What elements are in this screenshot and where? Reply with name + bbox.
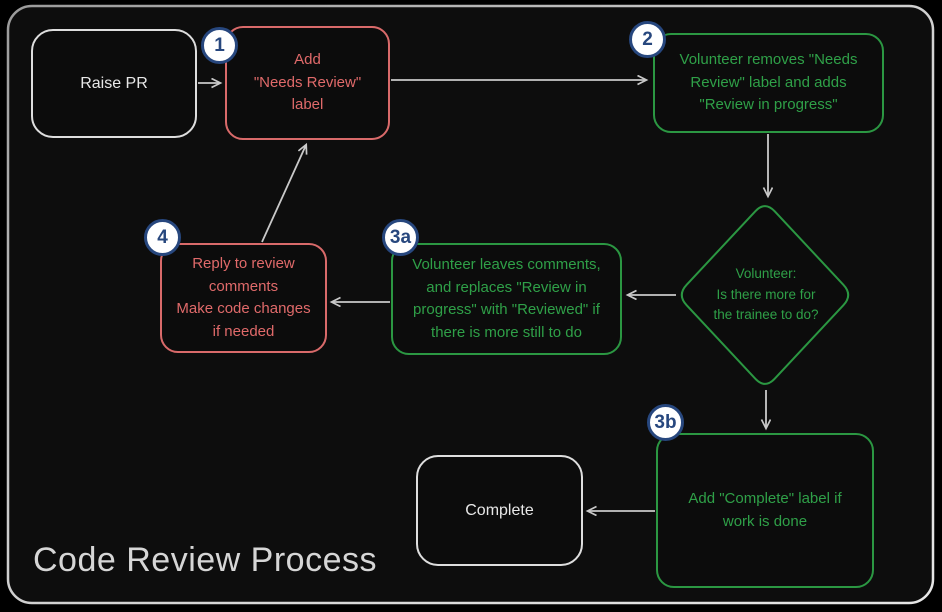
node-add-needs-review-label: Add "Needs Review" label (225, 26, 390, 140)
step-badge-2: 2 (629, 21, 666, 58)
node-volunteer-leaves-comments: Volunteer leaves comments, and replaces … (391, 243, 622, 355)
arrow-step4-to-step1 (261, 145, 306, 243)
outer-frame (6, 4, 935, 605)
node-reply-to-review-comments: Reply to review comments Make code chang… (160, 243, 327, 353)
node-add-complete-label: Add "Complete" label if work is done (656, 433, 874, 588)
step-badge-3b: 3b (647, 404, 684, 441)
decision-diamond (680, 205, 850, 385)
step-badge-4: 4 (144, 219, 181, 256)
decision-more-for-trainee-label: Volunteer: Is there more for the trainee… (713, 265, 819, 323)
node-raise-pr: Raise PR (31, 29, 197, 138)
step-badge-3a: 3a (382, 219, 419, 256)
node-complete: Complete (416, 455, 583, 566)
step-badge-1: 1 (201, 27, 238, 64)
diagram-title: Code Review Process (33, 541, 377, 579)
node-volunteer-swaps-labels: Volunteer removes "Needs Review" label a… (653, 33, 884, 133)
